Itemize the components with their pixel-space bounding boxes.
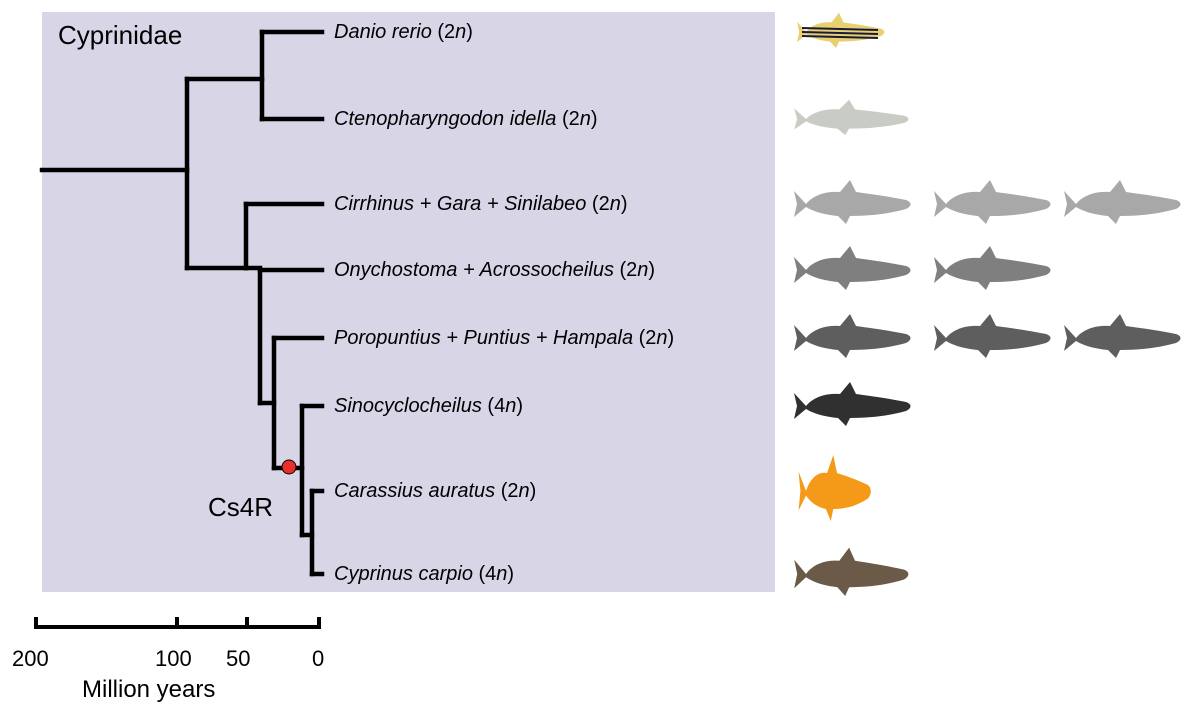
fish-body: [794, 548, 908, 596]
fish-image: [794, 382, 911, 426]
fish-body: [794, 180, 911, 224]
time-scale: [34, 617, 321, 629]
taxon-label: Sinocyclocheilus (4n): [334, 394, 523, 418]
clade-label: Cyprinidae: [58, 20, 182, 51]
fish-body: [799, 455, 871, 521]
fish-image: [934, 246, 1051, 290]
scale-title: Million years: [82, 676, 215, 704]
fish-body: [1064, 180, 1181, 224]
fish-body: [794, 246, 911, 290]
taxon-label: Poropuntius + Puntius + Hampala (2n): [334, 326, 674, 350]
taxon-name: Poropuntius + Puntius + Hampala: [334, 327, 633, 349]
taxon-label: Onychostoma + Acrossocheilus (2n): [334, 258, 655, 282]
taxon-name: Carassius auratus: [334, 480, 495, 502]
taxon-ploidy: (2n): [432, 21, 473, 43]
taxon-name: Danio rerio: [334, 21, 432, 43]
fish-image: [1064, 314, 1181, 358]
scale-label-0: 0: [312, 646, 324, 672]
fish-image: [799, 455, 871, 521]
fish-image: [934, 180, 1051, 224]
fish-body: [934, 246, 1051, 290]
taxon-name: Sinocyclocheilus: [334, 395, 482, 417]
scale-label-100: 100: [155, 646, 192, 672]
fish-image: [934, 314, 1051, 358]
taxon-name: Ctenopharyngodon idella: [334, 108, 556, 130]
taxon-ploidy: (2n): [614, 259, 655, 281]
taxon-ploidy: (4n): [473, 563, 514, 585]
fish-body: [934, 314, 1051, 358]
taxon-name: Cirrhinus + Gara + Sinilabeo: [334, 193, 586, 215]
fish-image: [794, 246, 911, 290]
fish-body: [1064, 314, 1181, 358]
fish-image: [794, 180, 911, 224]
scale-label-200: 200: [12, 646, 49, 672]
taxon-name: Cyprinus carpio: [334, 563, 473, 585]
taxon-ploidy: (4n): [482, 395, 523, 417]
taxon-name: Onychostoma + Acrossocheilus: [334, 259, 614, 281]
fish-image: [797, 13, 884, 48]
fish-body: [794, 382, 911, 426]
taxon-ploidy: (2n): [586, 193, 627, 215]
taxon-label: Cyprinus carpio (4n): [334, 562, 514, 586]
fish-image: [794, 100, 908, 135]
taxon-ploidy: (2n): [495, 480, 536, 502]
cyprinidae-background: [42, 12, 775, 592]
fish-body: [794, 314, 911, 358]
fish-image: [794, 314, 911, 358]
taxon-ploidy: (2n): [556, 108, 597, 130]
fish-images: [794, 13, 1181, 596]
fish-image: [1064, 180, 1181, 224]
taxon-ploidy: (2n): [633, 327, 674, 349]
fish-image: [794, 548, 908, 596]
scale-label-50: 50: [226, 646, 250, 672]
wgd-node-label: Cs4R: [208, 492, 273, 523]
taxon-label: Carassius auratus (2n): [334, 479, 536, 503]
fish-body: [794, 100, 908, 135]
taxon-label: Cirrhinus + Gara + Sinilabeo (2n): [334, 192, 628, 216]
taxon-label: Danio rerio (2n): [334, 20, 473, 44]
taxon-label: Ctenopharyngodon idella (2n): [334, 107, 598, 131]
fish-body: [934, 180, 1051, 224]
wgd-marker: [282, 460, 296, 474]
